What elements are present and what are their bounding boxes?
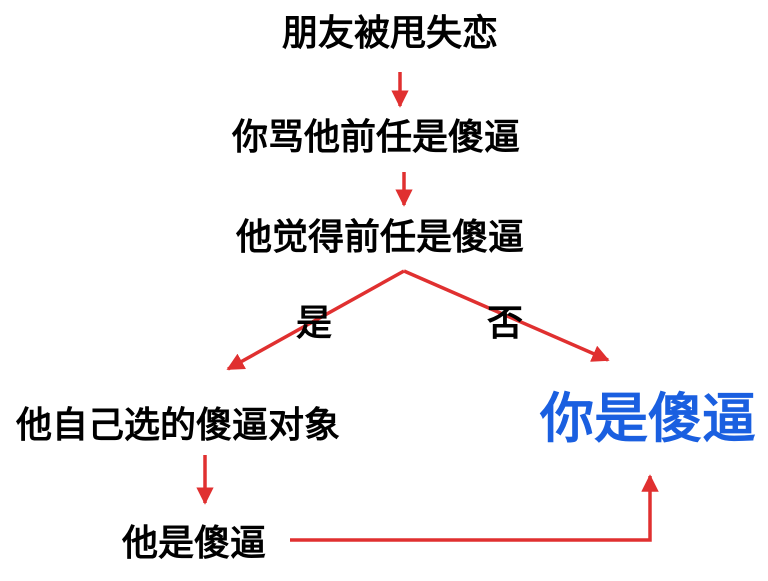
node-he-thinks-ex: 他觉得前任是傻逼 (236, 217, 525, 258)
node-he-chose: 他自己选的傻逼对象 (16, 405, 341, 446)
arrow-think-to-yes-branch (226, 269, 405, 371)
branch-label-yes: 是 (296, 303, 333, 344)
branch-label-no: 否 (487, 303, 524, 344)
node-friend-dumped: 朋友被甩失恋 (282, 13, 499, 54)
node-result-you: 你是傻逼 (540, 387, 756, 450)
node-result-he: 他是傻逼 (122, 523, 267, 564)
arrow-he-to-you (290, 474, 659, 542)
arrow-think-to-no-branch (403, 269, 610, 362)
node-you-scold-ex: 你骂他前任是傻逼 (232, 117, 521, 158)
